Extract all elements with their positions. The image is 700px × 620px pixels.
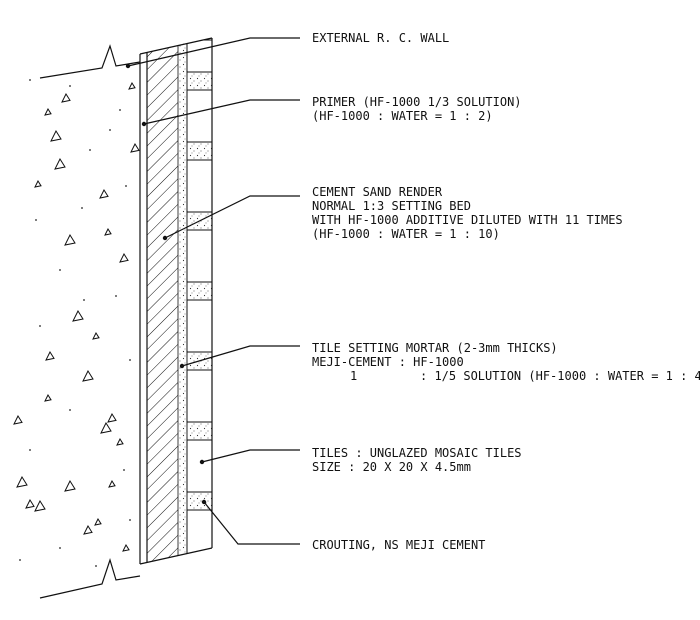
aggregate-mark — [13, 414, 23, 425]
label-wall: EXTERNAL R. C. WALL — [312, 31, 449, 45]
aggregate-mark — [16, 475, 28, 488]
aggregate-dot — [115, 295, 117, 297]
tile — [186, 229, 212, 283]
aggregate-dot — [69, 409, 71, 411]
aggregate-mark — [64, 233, 76, 246]
mortar-layer — [178, 43, 187, 555]
aggregate-mark — [34, 499, 46, 512]
aggregate-dot — [69, 85, 71, 87]
aggregate-mark — [100, 421, 112, 434]
aggregate-dot — [19, 559, 21, 561]
tile — [186, 369, 212, 423]
aggregate-dot — [89, 149, 91, 151]
leader-mortar — [181, 345, 300, 367]
label-mortar: TILE SETTING MORTAR (2-3mm THICKS) MEJI-… — [312, 341, 700, 383]
grout-joint — [186, 281, 212, 301]
aggregate-mark — [61, 92, 71, 103]
aggregate-mark — [72, 309, 84, 322]
aggregate-mark — [50, 129, 62, 142]
aggregate-mark — [82, 369, 94, 382]
tile — [186, 299, 212, 353]
aggregate-mark — [34, 179, 42, 188]
aggregate-mark — [45, 350, 55, 361]
aggregate-mark — [130, 142, 140, 153]
tile — [186, 439, 212, 493]
leader-grouting — [203, 501, 300, 545]
concrete-wall — [13, 44, 141, 599]
aggregate-dot — [129, 519, 131, 521]
aggregate-mark — [108, 479, 116, 488]
aggregate-mark — [104, 227, 112, 236]
leader-render — [164, 195, 300, 239]
aggregate-mark — [116, 437, 124, 446]
tile-layer — [186, 39, 212, 562]
aggregate-mark — [44, 107, 52, 116]
aggregate-dot — [29, 79, 31, 81]
aggregate-mark — [83, 524, 93, 535]
tile — [186, 509, 212, 562]
aggregate-mark — [92, 331, 100, 340]
leader-wall — [127, 37, 300, 67]
tile — [186, 159, 212, 213]
aggregate-dot — [95, 565, 97, 567]
aggregate-dot — [123, 469, 125, 471]
aggregate-mark — [99, 188, 109, 199]
leader-primer — [143, 99, 300, 125]
aggregate-mark — [119, 252, 129, 263]
leader-tiles — [201, 449, 300, 463]
label-primer: PRIMER (HF-1000 1/3 SOLUTION) (HF-1000 :… — [312, 95, 529, 123]
aggregate-dot — [59, 269, 61, 271]
label-render: CEMENT SAND RENDER NORMAL 1:3 SETTING BE… — [312, 185, 630, 241]
layer-lines — [139, 37, 213, 565]
grout-joint — [186, 421, 212, 441]
aggregate-dot — [35, 219, 37, 221]
aggregate-mark — [122, 543, 130, 552]
aggregate-dot — [125, 185, 127, 187]
leader-lines — [125, 37, 300, 545]
aggregate-mark — [94, 517, 102, 526]
aggregate-dot — [39, 325, 41, 327]
concrete-aggregate — [13, 79, 140, 567]
aggregate-dot — [129, 359, 131, 361]
aggregate-mark — [128, 81, 136, 90]
aggregate-dot — [119, 109, 121, 111]
aggregate-mark — [64, 479, 76, 492]
aggregate-dot — [29, 449, 31, 451]
tile — [186, 39, 212, 73]
aggregate-mark — [107, 412, 117, 423]
aggregate-mark — [25, 498, 35, 509]
aggregate-dot — [59, 547, 61, 549]
label-tiles: TILES : UNGLAZED MOSAIC TILES SIZE : 20 … — [312, 446, 529, 474]
cement-render-layer — [147, 45, 178, 562]
grout-joint — [186, 71, 212, 91]
tile — [186, 89, 212, 143]
aggregate-mark — [54, 157, 66, 170]
aggregate-dot — [109, 129, 111, 131]
grout-joint — [186, 561, 212, 562]
aggregate-mark — [44, 393, 52, 402]
aggregate-dot — [83, 299, 85, 301]
grout-joint — [186, 141, 212, 161]
aggregate-dot — [81, 207, 83, 209]
label-grouting: CROUTING, NS MEJI CEMENT — [312, 538, 485, 552]
